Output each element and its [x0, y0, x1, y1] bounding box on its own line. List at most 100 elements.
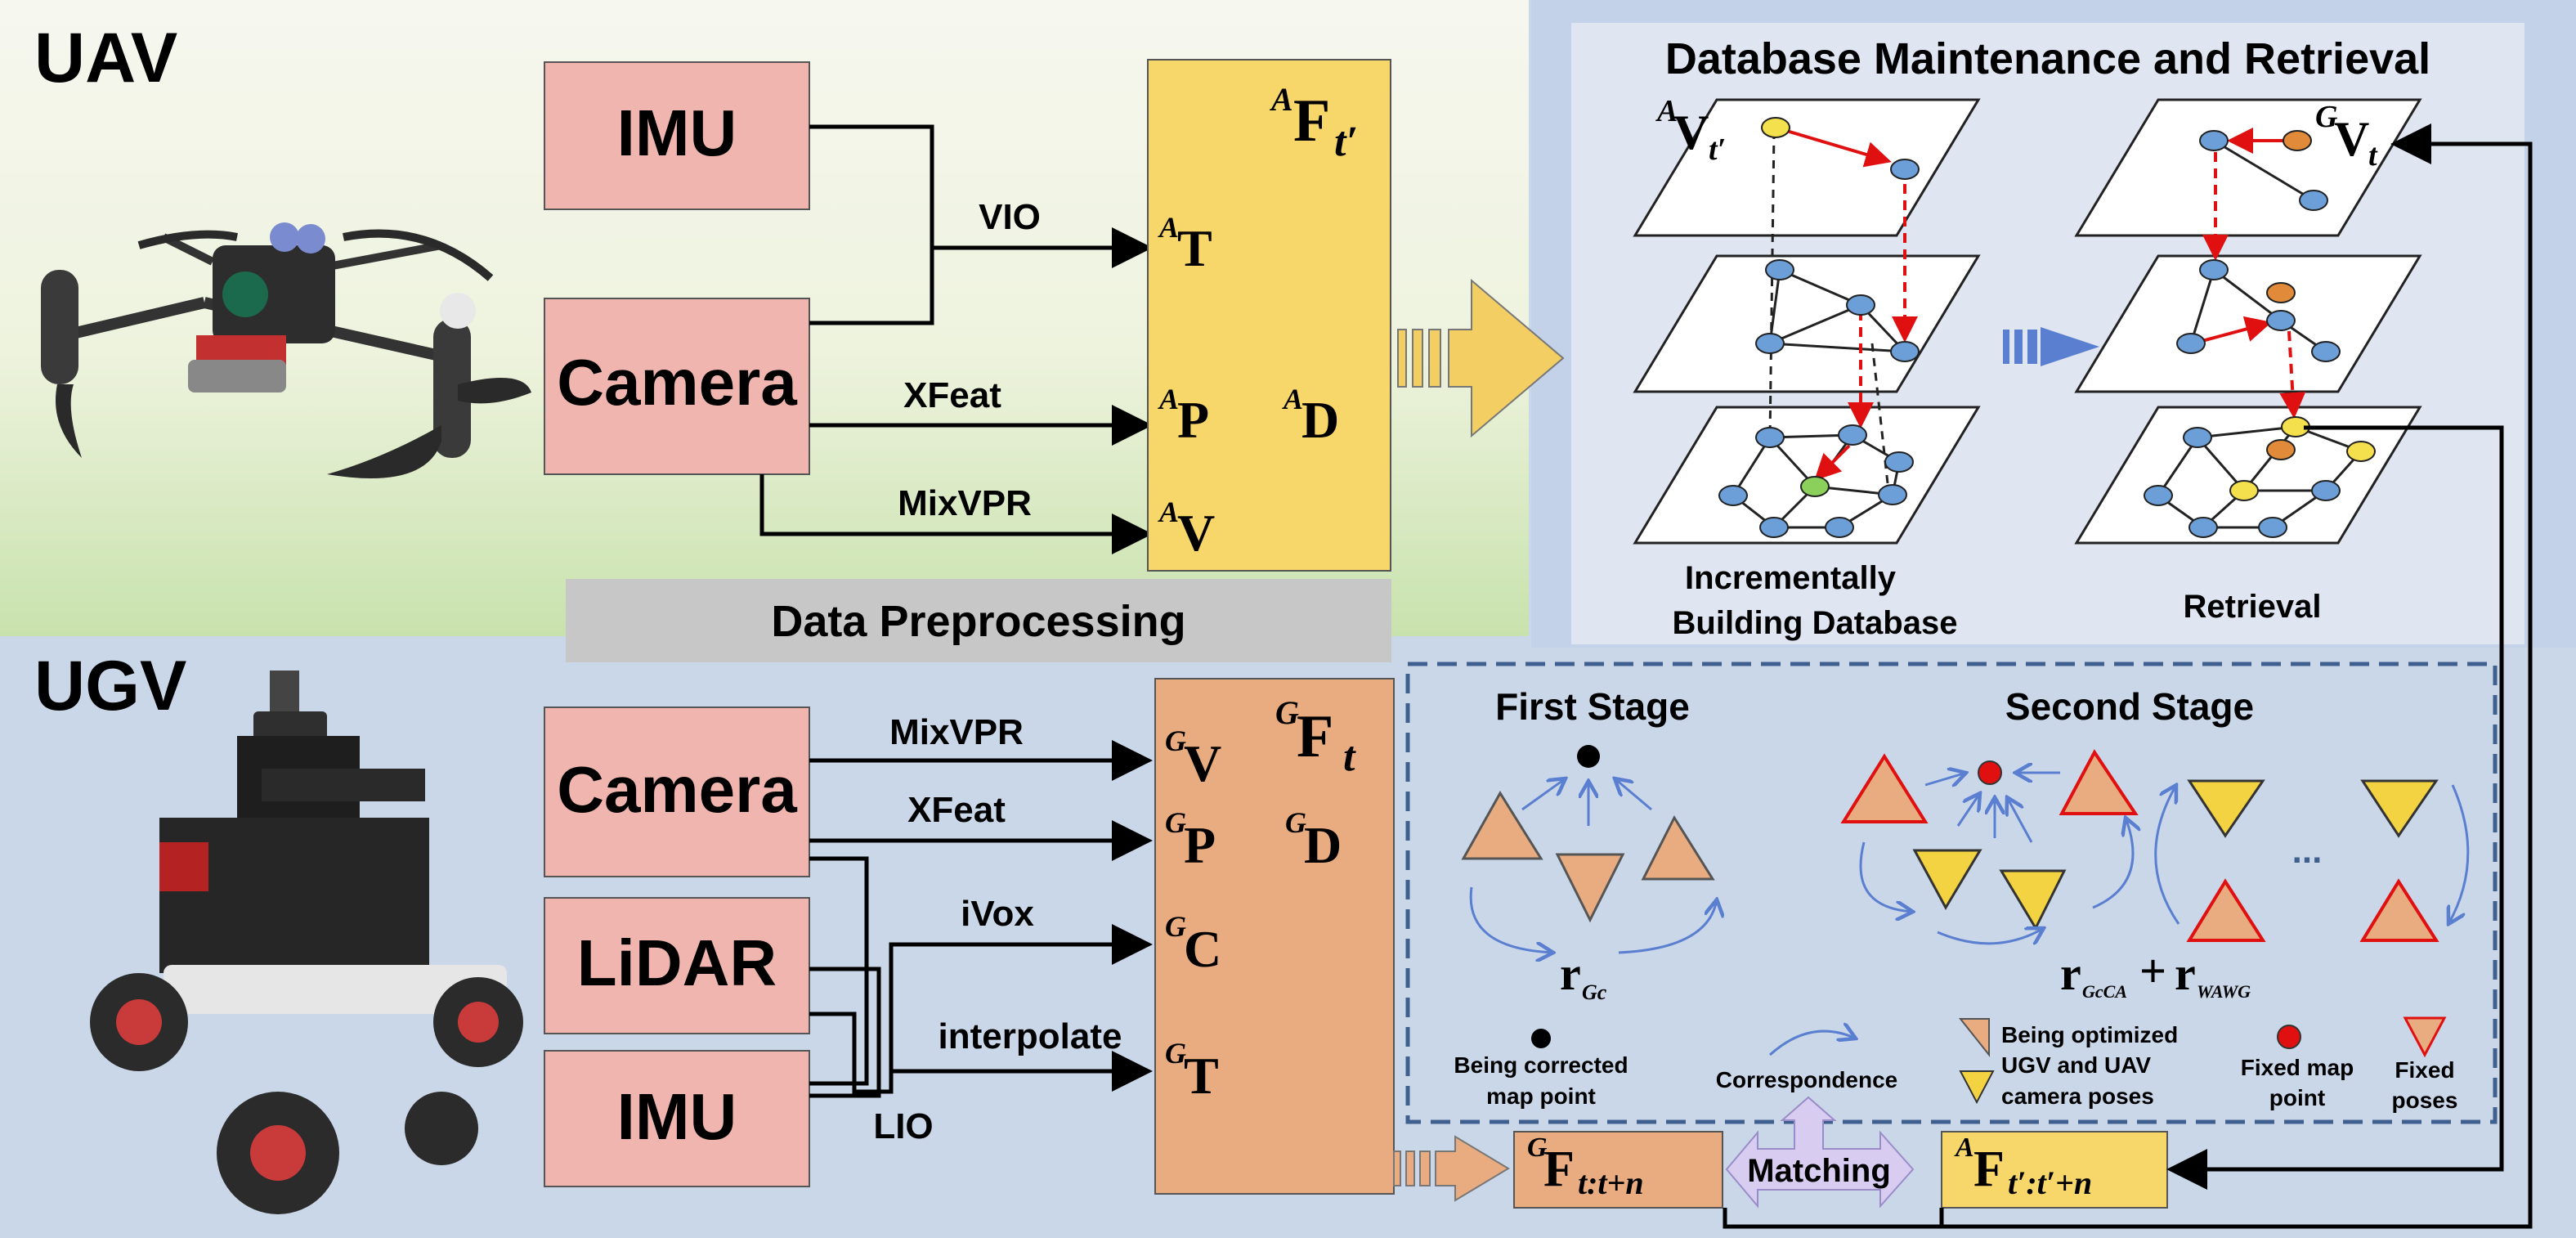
uav-section-label: UAV — [34, 19, 177, 97]
ugv-ivox-label: iVox — [961, 894, 1034, 934]
second-stage-graph: ... r GcCA + r WAWG — [1840, 749, 2470, 1002]
ugv-frame-V: G V — [1165, 724, 1221, 792]
uav-frame-P: A P — [1158, 383, 1209, 449]
svg-text:t′: t′ — [1709, 132, 1726, 167]
ugv-to-window-arrow — [1393, 1135, 1510, 1202]
uav-connectors — [759, 124, 1153, 554]
data-preprocessing-bar — [566, 579, 1391, 662]
legend-fixed-poses: Fixed poses — [2392, 1016, 2458, 1113]
svg-text:F: F — [1297, 703, 1333, 770]
svg-text:map point: map point — [1486, 1083, 1596, 1109]
svg-text:V: V — [1177, 504, 1215, 562]
db-left-nodes — [1718, 117, 1920, 538]
uav-frame-title: A F t′ — [1269, 81, 1358, 165]
uav-to-database-arrow — [1397, 278, 1565, 438]
svg-text:+: + — [2139, 944, 2166, 998]
ugv-lio-label: LIO — [873, 1106, 933, 1146]
ugv-imu-box — [544, 1050, 810, 1187]
ugv-interpolate-label: interpolate — [939, 1016, 1122, 1056]
ugv-camera-label: Camera — [557, 753, 797, 826]
db-left-planes — [1633, 98, 1981, 545]
feedback-connectors — [1723, 123, 2533, 1229]
svg-text:Being optimized: Being optimized — [2001, 1022, 2178, 1047]
ugv-frame-D: G D — [1285, 806, 1342, 874]
svg-text:G: G — [1165, 724, 1186, 757]
ugv-imu-label: IMU — [617, 1080, 737, 1153]
legend-optimized-poses: Being optimized UGV and UAV camera poses — [1958, 1018, 2178, 1109]
legend-corrected-map-point: Being corrected map point — [1454, 1029, 1628, 1109]
svg-text:F: F — [1293, 87, 1330, 155]
svg-text:t: t — [2368, 138, 2378, 173]
svg-text:A: A — [1158, 496, 1179, 528]
db-middle-arrow — [2003, 327, 2099, 366]
uav-frame-box — [1147, 59, 1391, 572]
ugv-frame-P: G P — [1165, 806, 1216, 874]
ugv-lidar-label: LiDAR — [577, 926, 777, 999]
svg-text:A: A — [1158, 211, 1179, 244]
svg-text:A: A — [1282, 383, 1303, 415]
svg-text:t: t — [1343, 733, 1356, 780]
uav-drone-icon — [41, 222, 531, 478]
svg-text:Fixed: Fixed — [2395, 1057, 2454, 1083]
database-title: Database Maintenance and Retrieval — [1665, 34, 2430, 83]
ugv-mixvpr-label: MixVPR — [889, 712, 1024, 752]
svg-text:G: G — [1527, 1133, 1548, 1163]
uav-imu-label: IMU — [617, 96, 737, 169]
svg-text:G: G — [2315, 100, 2338, 134]
svg-text:Gc: Gc — [1582, 980, 1607, 1004]
legend-correspondence: Correspondence — [1716, 1031, 1897, 1092]
ugv-lidar-box — [544, 897, 810, 1034]
data-preprocessing-label: Data Preprocessing — [771, 597, 1185, 646]
svg-text:t′: t′ — [1334, 119, 1358, 165]
svg-text:Fixed map: Fixed map — [2241, 1055, 2354, 1080]
first-stage-graph: r Gc — [1461, 745, 1717, 1004]
db-left-label: A V t′ — [1655, 94, 1726, 167]
svg-text:UGV and UAV: UGV and UAV — [2001, 1052, 2151, 1078]
g-window-box — [1513, 1131, 1723, 1209]
optimization-box — [1405, 662, 2498, 1124]
ugv-frame-T: G T — [1165, 1037, 1219, 1105]
svg-text:r: r — [2060, 947, 2081, 1000]
svg-text:V: V — [2334, 112, 2369, 166]
db-right-planes — [2074, 98, 2422, 545]
svg-text:F: F — [1543, 1142, 1575, 1197]
svg-text:A: A — [1158, 383, 1179, 415]
db-left-red-arrows — [1775, 126, 1918, 481]
ugv-robot-icon — [90, 671, 523, 1214]
db-right-label: G V t — [2315, 100, 2378, 173]
legend-fixed-map-point: Fixed map point — [2241, 1025, 2354, 1110]
svg-text:GcCA: GcCA — [2082, 981, 2127, 1002]
svg-text:G: G — [1285, 806, 1306, 839]
svg-text:t′:t′+n: t′:t′+n — [2008, 1164, 2092, 1201]
svg-text:D: D — [1301, 391, 1339, 449]
ugv-frame-title: G F t — [1275, 694, 1356, 780]
uav-xfeat-label: XFeat — [903, 375, 1001, 415]
svg-text:poses: poses — [2392, 1088, 2458, 1113]
db-right-nodes — [2144, 130, 2376, 538]
db-caption-right: Retrieval — [2184, 589, 2322, 625]
svg-text:F: F — [1973, 1142, 2005, 1197]
uav-camera-box — [544, 298, 810, 475]
g-window-label: G F t:t+n — [1527, 1133, 1644, 1201]
ugv-xfeat-label: XFeat — [907, 790, 1006, 830]
svg-text:WAWG: WAWG — [2197, 981, 2251, 1002]
a-window-box — [1941, 1131, 2168, 1209]
ugv-connectors — [809, 740, 1153, 1098]
ugv-camera-box — [544, 706, 810, 877]
uav-vio-label: VIO — [979, 197, 1041, 237]
svg-text:V: V — [1673, 105, 1709, 159]
svg-text:point: point — [2269, 1085, 2325, 1110]
ugv-frame-box — [1154, 678, 1395, 1195]
svg-text:Being corrected: Being corrected — [1454, 1052, 1628, 1078]
svg-text:G: G — [1165, 806, 1186, 839]
svg-text:A: A — [1655, 94, 1678, 128]
second-stage-label: Second Stage — [2005, 685, 2254, 728]
ugv-section-label: UGV — [34, 647, 186, 725]
ugv-frame-C: G C — [1165, 910, 1221, 978]
uav-imu-box — [544, 61, 810, 210]
db-right-red-arrows — [2198, 128, 2306, 419]
svg-text:A: A — [1954, 1133, 1974, 1163]
svg-text:P: P — [1177, 391, 1209, 449]
uav-frame-D: A D — [1282, 383, 1339, 449]
svg-text:C: C — [1184, 920, 1221, 978]
